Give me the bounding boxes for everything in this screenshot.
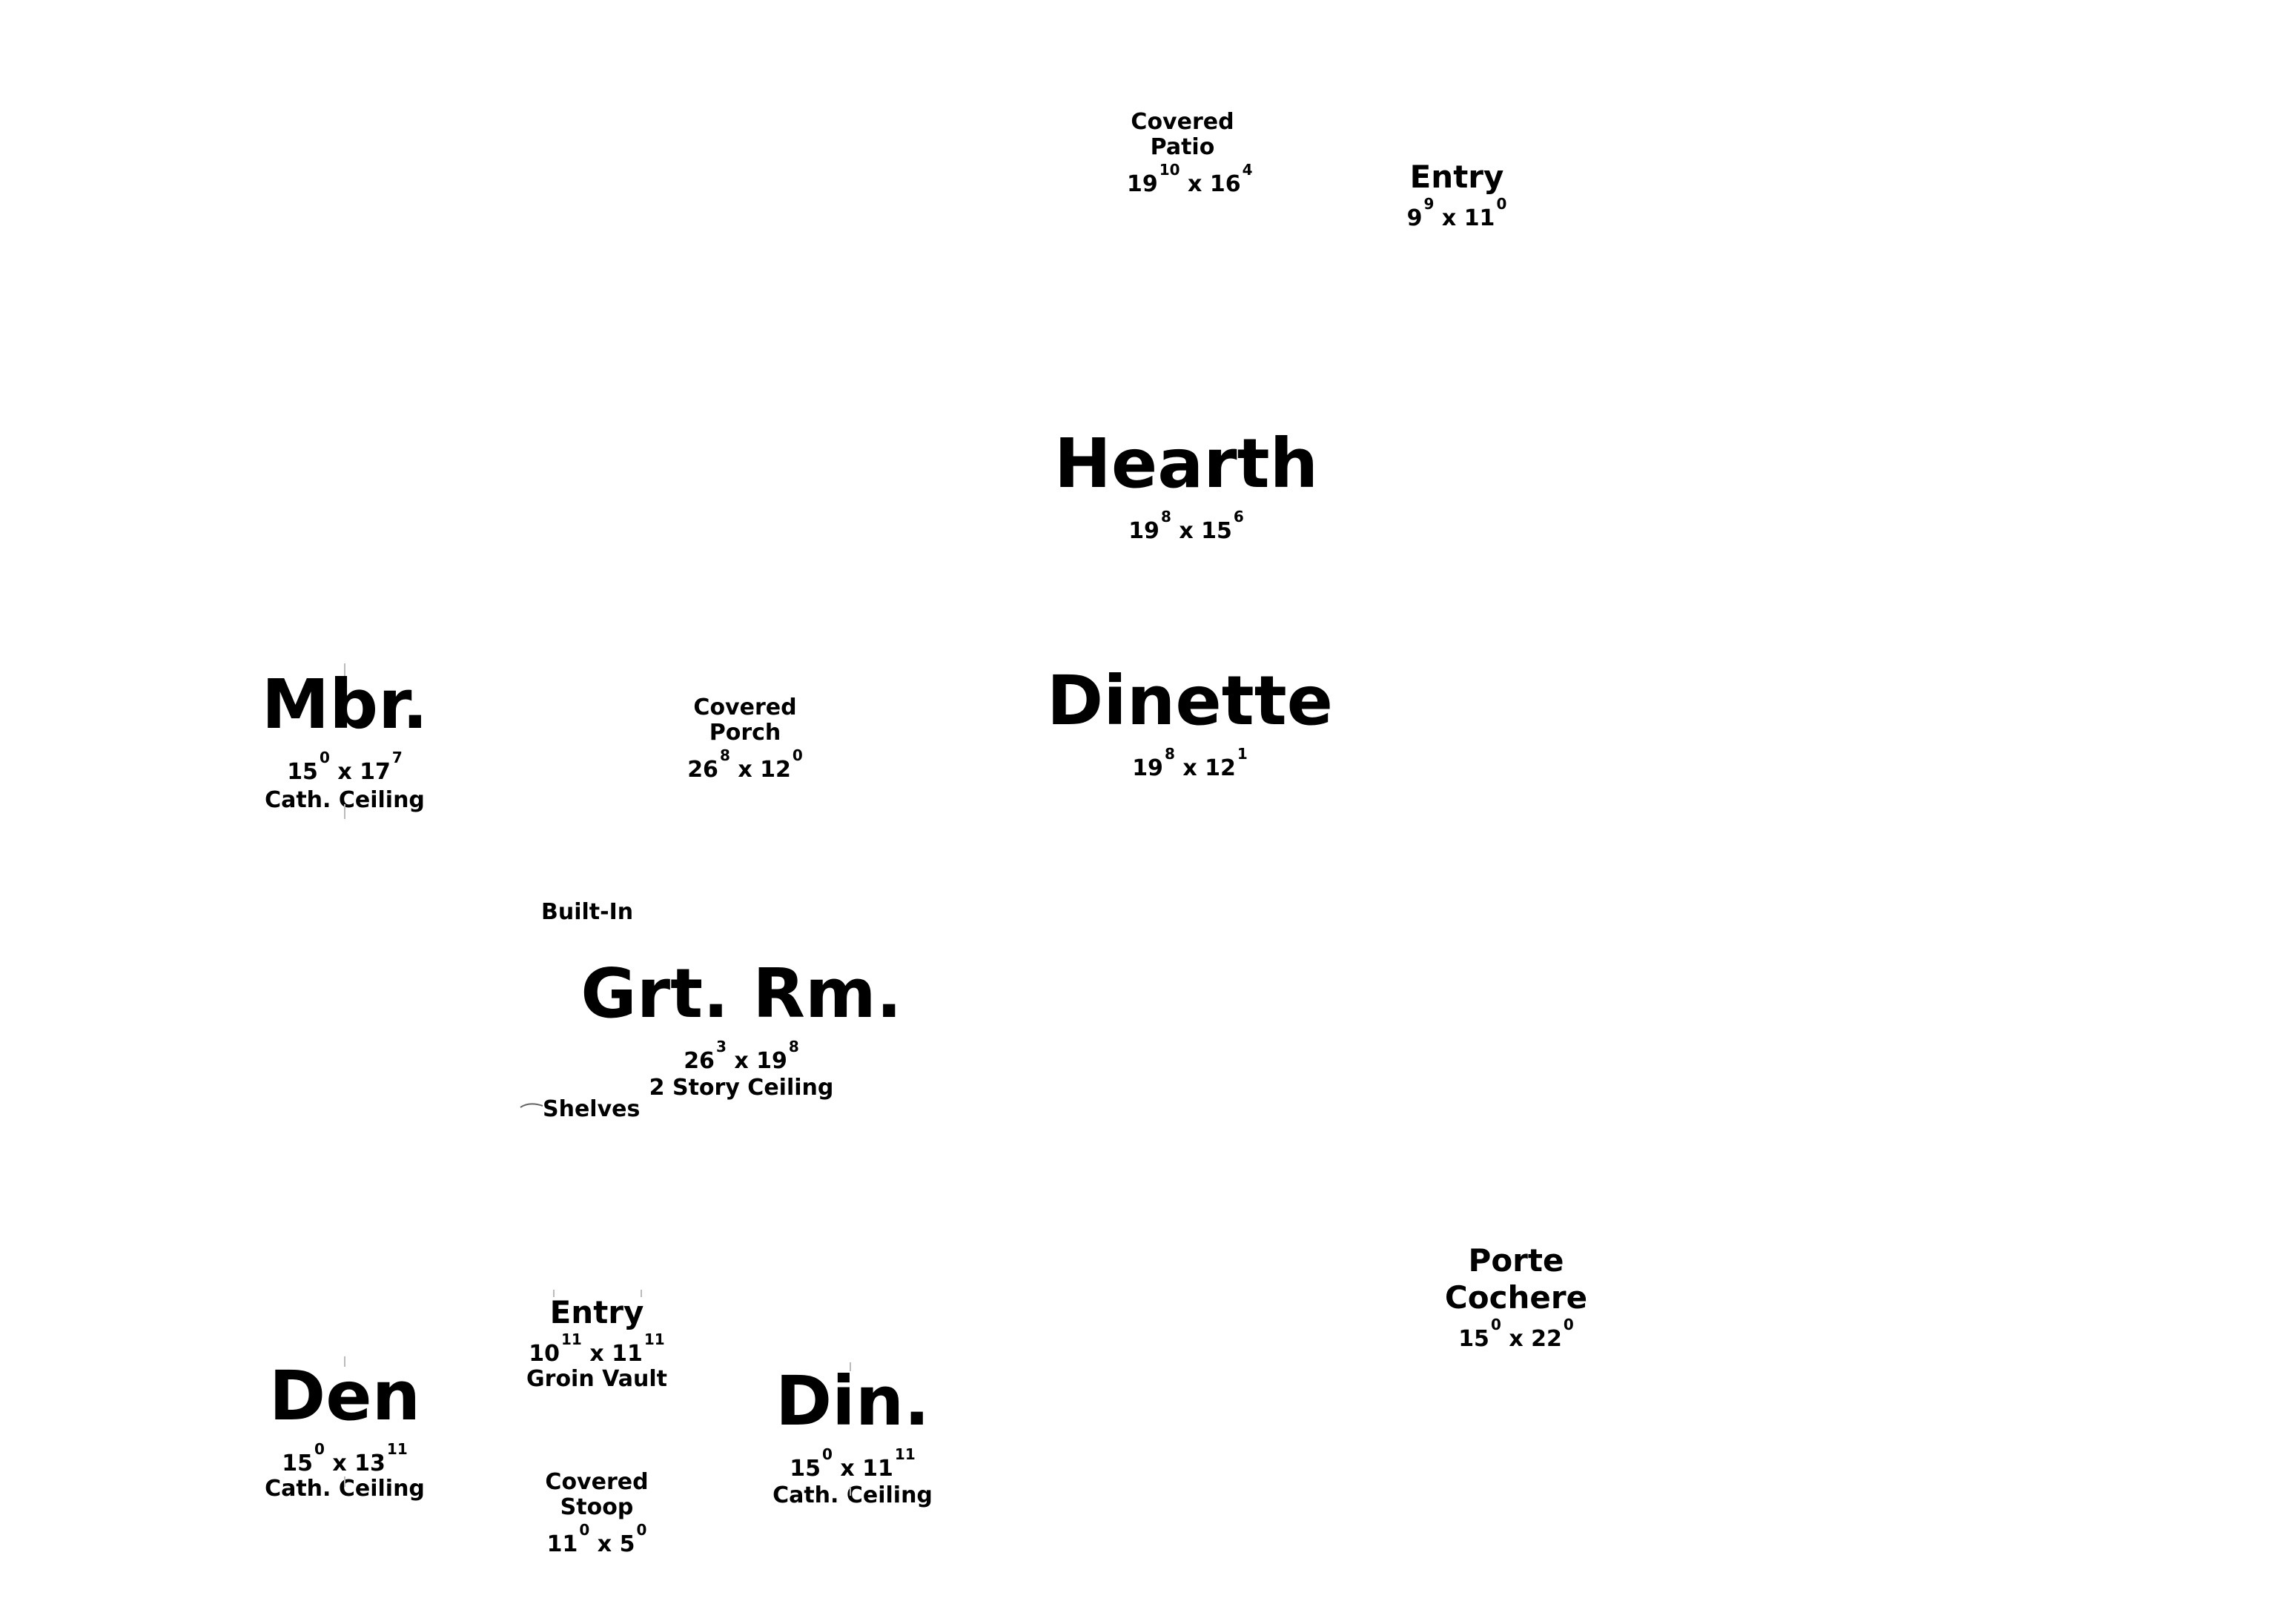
room-name-line1: Covered	[693, 695, 797, 720]
wall-tick	[850, 1487, 851, 1496]
wall-tick	[850, 1362, 851, 1371]
room-porte-cochere: Porte Cochere 150 x 220	[1431, 1245, 1601, 1350]
room-name: Din.	[775, 1362, 930, 1441]
room-dinette: Dinette 198 x 121	[1023, 667, 1357, 780]
room-name-line1: Porte	[1468, 1242, 1564, 1279]
room-name-line2: Patio	[1150, 134, 1215, 160]
room-ceiling-note: Cath. Ceiling	[772, 1482, 933, 1508]
room-dimensions: 198 x 156	[1128, 508, 1244, 544]
room-dimensions: 150 x 1111	[790, 1445, 916, 1482]
room-name: Entry	[549, 1294, 644, 1330]
room-ceiling-note: Groin Vault	[526, 1366, 667, 1392]
room-name-line2: Stoop	[560, 1494, 634, 1520]
room-dimensions: 110 x 50	[546, 1521, 647, 1557]
room-name-line2: Cochere	[1444, 1279, 1588, 1316]
room-name-line1: Covered	[545, 1469, 649, 1495]
room-name: Hearth	[1053, 424, 1319, 503]
room-hearth: Hearth 198 x 156	[1038, 430, 1334, 543]
room-dimensions: 198 x 121	[1132, 745, 1248, 781]
room-dining: Din. 150 x 1111 Cath. Ceiling	[741, 1368, 964, 1507]
room-great-room: Grt. Rm. 263 x 198 2 Story Ceiling	[575, 960, 908, 1099]
room-name: Mbr.	[261, 665, 429, 744]
room-dimensions: 150 x 177	[287, 749, 403, 785]
room-dimensions: 268 x 120	[687, 746, 803, 783]
built-in-label: Built-In	[541, 899, 634, 925]
wall-tick	[553, 1290, 555, 1297]
room-name-line2: Porch	[709, 720, 781, 746]
room-covered-patio: Covered Patio 1910 x 164	[1127, 109, 1253, 197]
room-dimensions: 263 x 198	[684, 1038, 799, 1074]
room-den: Den 150 x 1311 Cath. Ceiling	[234, 1362, 456, 1500]
room-name: Den	[268, 1356, 421, 1436]
room-dimensions: 150 x 220	[1458, 1316, 1574, 1352]
shelves-label: Shelves	[543, 1096, 641, 1122]
wall-tick	[641, 1290, 642, 1297]
room-name: Dinette	[1046, 661, 1334, 740]
shelf-arc-icon	[520, 1103, 543, 1108]
room-covered-porch: Covered Porch 268 x 120	[686, 697, 804, 781]
room-name: Entry	[1409, 159, 1504, 195]
room-ceiling-note: 2 Story Ceiling	[649, 1075, 834, 1101]
room-entry-top: Entry 99 x 110	[1401, 162, 1512, 230]
room-entry-bottom: Entry 1011 x 1111 Groin Vault	[523, 1297, 671, 1390]
wall-tick	[344, 1356, 345, 1367]
room-master-bedroom: Mbr. 150 x 177 Cath. Ceiling	[234, 671, 456, 812]
room-name: Grt. Rm.	[580, 954, 902, 1033]
room-covered-stoop: Covered Stoop 110 x 50	[541, 1471, 652, 1556]
room-name-line1: Covered	[1131, 109, 1234, 135]
wall-tick	[344, 663, 345, 678]
room-dimensions: 150 x 1311	[282, 1440, 408, 1476]
room-dimensions: 99 x 110	[1406, 195, 1507, 231]
room-dimensions: 1910 x 164	[1127, 161, 1253, 197]
room-dimensions: 1011 x 1111	[529, 1330, 665, 1367]
wall-tick	[344, 804, 345, 819]
wall-tick	[344, 1476, 345, 1487]
